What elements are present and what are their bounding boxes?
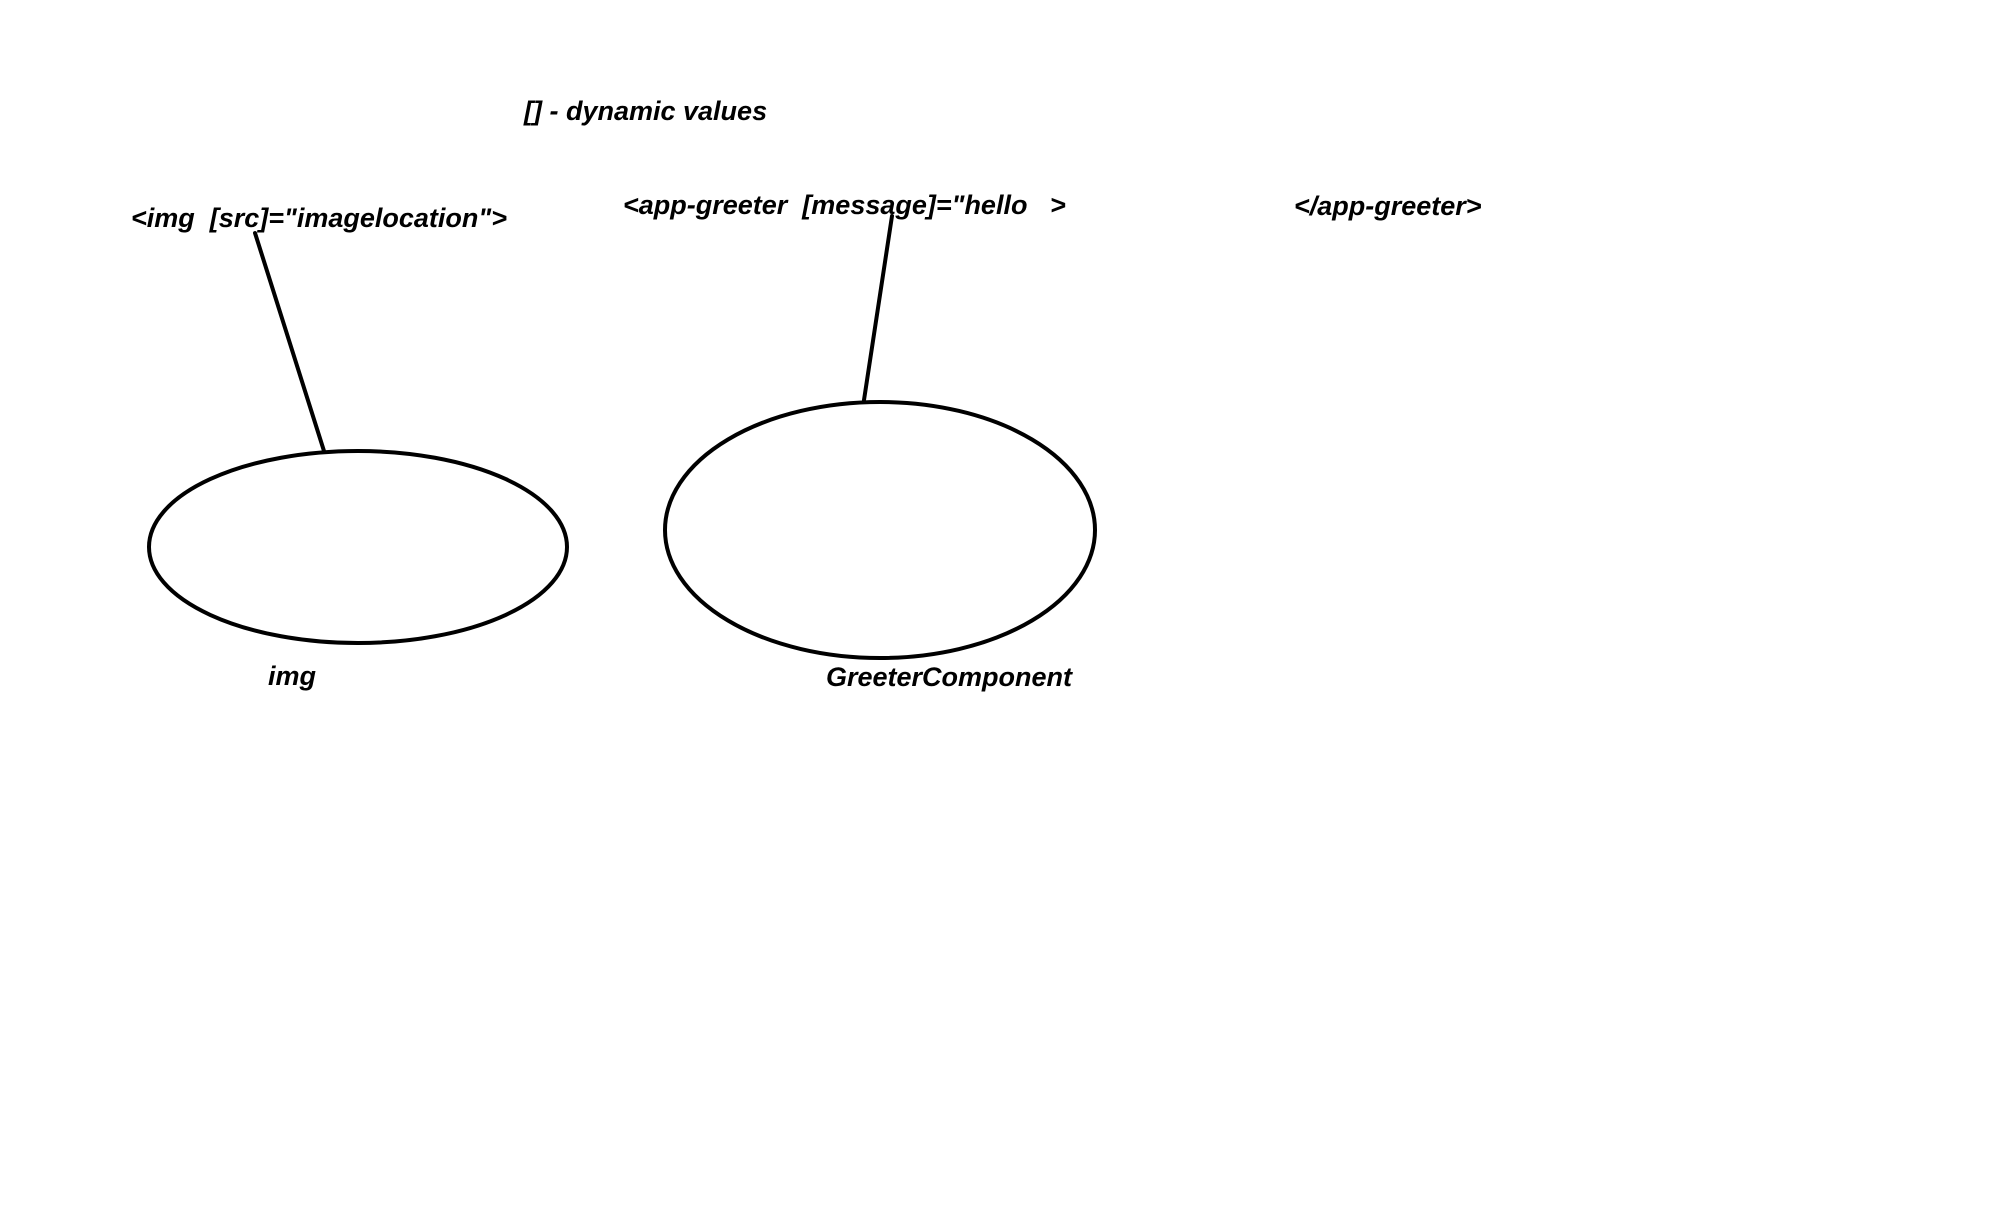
greeter-component-ellipse	[663, 400, 1097, 660]
dynamic-values-legend: [] - dynamic values	[524, 96, 768, 126]
app-greeter-open-tag-label: <app-greeter [message]="hello >	[623, 190, 1066, 220]
img-element-ellipse	[147, 449, 569, 645]
img-tag-label: <img [src]="imagelocation">	[131, 203, 507, 233]
img-caption: img	[268, 661, 317, 691]
greeter-connector-line	[862, 214, 894, 402]
app-greeter-close-tag-label: </app-greeter>	[1294, 191, 1482, 221]
greeter-component-caption: GreeterComponent	[826, 662, 1073, 692]
img-connector-line	[253, 231, 326, 453]
